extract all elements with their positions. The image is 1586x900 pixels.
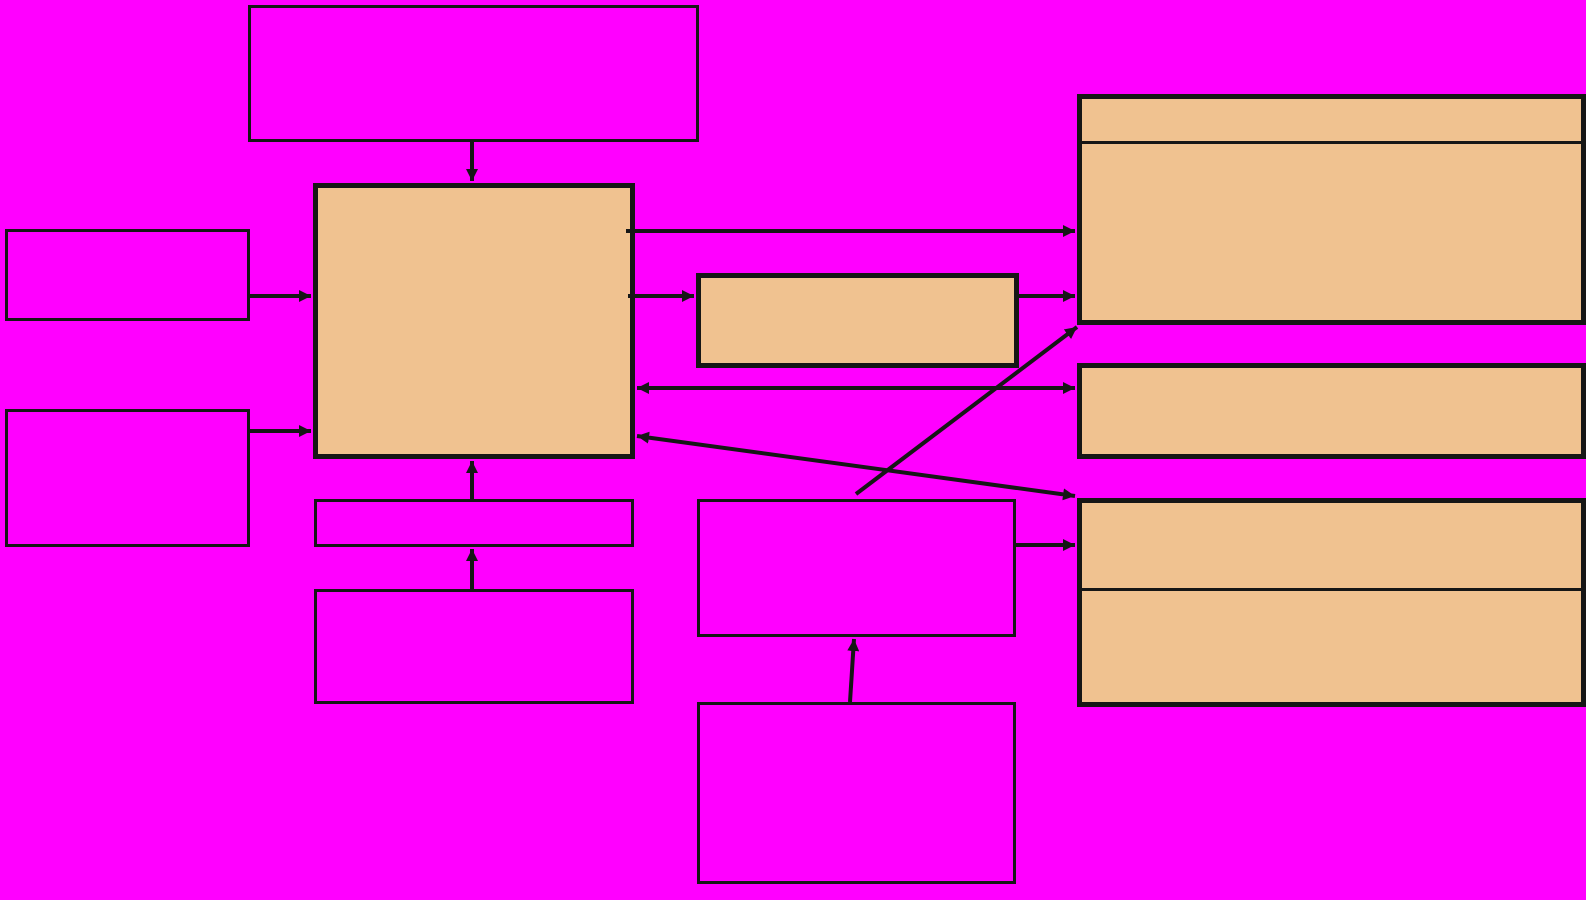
core-box bbox=[313, 183, 635, 459]
left-input-box-1-label bbox=[8, 232, 247, 318]
bottom-middle-box bbox=[697, 702, 1016, 884]
bottom-middle-box-label bbox=[700, 705, 1013, 881]
lower-middle-box-label bbox=[700, 502, 1013, 634]
under-core-box-1-label bbox=[317, 502, 631, 544]
arrow-core-to-right-3 bbox=[636, 431, 1076, 501]
lower-middle-box bbox=[697, 499, 1016, 637]
middle-box-label bbox=[701, 278, 1014, 363]
compartment-divider bbox=[1082, 588, 1581, 591]
left-input-box-2 bbox=[5, 409, 250, 547]
under-core-box-2-label bbox=[317, 592, 631, 701]
right-box-1-label bbox=[1082, 99, 1581, 320]
right-box-3-label bbox=[1082, 503, 1581, 702]
left-input-box-2-label bbox=[8, 412, 247, 544]
top-box-label bbox=[251, 8, 696, 139]
under-core-box-1 bbox=[314, 499, 634, 547]
middle-box bbox=[696, 273, 1019, 368]
left-input-box-1 bbox=[5, 229, 250, 321]
arrow-bottom-mid-to-lower-mid bbox=[847, 638, 860, 703]
right-box-2-label bbox=[1082, 368, 1581, 454]
core-box-label bbox=[318, 188, 630, 454]
right-box-3 bbox=[1077, 498, 1586, 707]
under-core-box-2 bbox=[314, 589, 634, 704]
compartment-divider bbox=[1082, 141, 1581, 144]
top-box bbox=[248, 5, 699, 142]
right-box-1 bbox=[1077, 94, 1586, 325]
right-box-2 bbox=[1077, 363, 1586, 459]
